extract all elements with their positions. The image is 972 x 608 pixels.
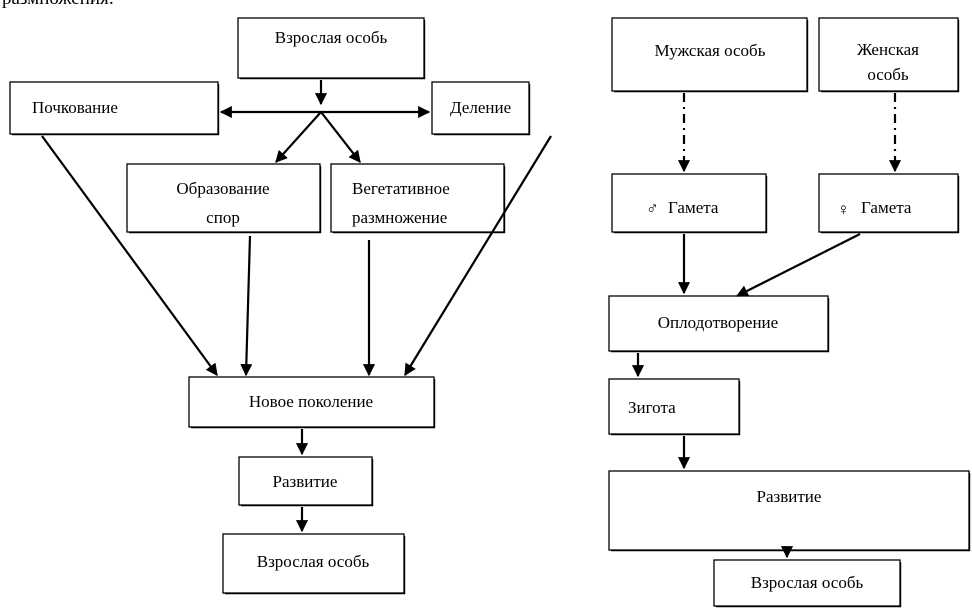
- box-spores: Образование спор: [126, 163, 322, 234]
- box-male-gamete: ♂ Гамета: [611, 173, 768, 234]
- box-adult-top: Взрослая особь: [237, 17, 426, 80]
- box-development-left: Развитие: [238, 456, 374, 507]
- label-zygote: Зигота: [628, 398, 676, 417]
- heading-fragment: размножения:: [0, 0, 114, 19]
- label-female-1: Женская: [857, 40, 919, 59]
- arrows-right: [631, 93, 902, 559]
- box-new-generation: Новое поколение: [188, 376, 436, 429]
- label-fertilization: Оплодотворение: [658, 313, 778, 332]
- arrow-budding-to-new: [41, 135, 218, 376]
- male-symbol-icon: ♂: [646, 199, 659, 218]
- label-vegetative-1: Вегетативное: [352, 179, 450, 198]
- label-female-gamete: Гамета: [861, 198, 912, 217]
- box-adult-right: Взрослая особь: [713, 559, 902, 608]
- box-female: Женская особь: [818, 17, 960, 93]
- arrow-to-vegetative: [320, 111, 361, 163]
- label-division: Деление: [450, 98, 511, 117]
- label-adult-bottom: Взрослая особь: [257, 552, 370, 571]
- arrow-female-gamete-to-fertilization: [735, 233, 861, 297]
- label-spores-2: спор: [206, 208, 240, 227]
- box-male: Мужская особь: [611, 17, 809, 93]
- box-budding: Почкование: [9, 81, 220, 136]
- label-adult-top: Взрослая особь: [275, 28, 388, 47]
- box-development-right: Развитие: [608, 470, 971, 552]
- label-new-generation: Новое поколение: [249, 392, 373, 411]
- box-fertilization: Оплодотворение: [608, 295, 830, 353]
- label-budding: Почкование: [32, 98, 118, 117]
- arrow-spores-to-new: [240, 235, 253, 377]
- box-female-gamete: ♀ Гамета: [818, 173, 960, 234]
- label-adult-right: Взрослая особь: [751, 573, 864, 592]
- label-development-right: Развитие: [757, 487, 822, 506]
- arrows-left: [41, 80, 552, 533]
- label-spores-1: Образование: [176, 179, 269, 198]
- label-male-gamete: Гамета: [668, 198, 719, 217]
- label-female-2: особь: [867, 65, 909, 84]
- arrow-division-to-new: [404, 135, 552, 377]
- box-adult-bottom: Взрослая особь: [222, 533, 406, 595]
- arrow-to-spores: [275, 111, 322, 163]
- box-zygote: Зигота: [608, 378, 741, 436]
- female-symbol-icon: ♀: [837, 200, 850, 219]
- label-development-left: Развитие: [273, 472, 338, 491]
- box-vegetative: Вегетативное размножение: [330, 163, 506, 234]
- label-vegetative-2: размножение: [352, 208, 447, 227]
- label-male: Мужская особь: [655, 41, 766, 60]
- box-division: Деление: [431, 81, 531, 136]
